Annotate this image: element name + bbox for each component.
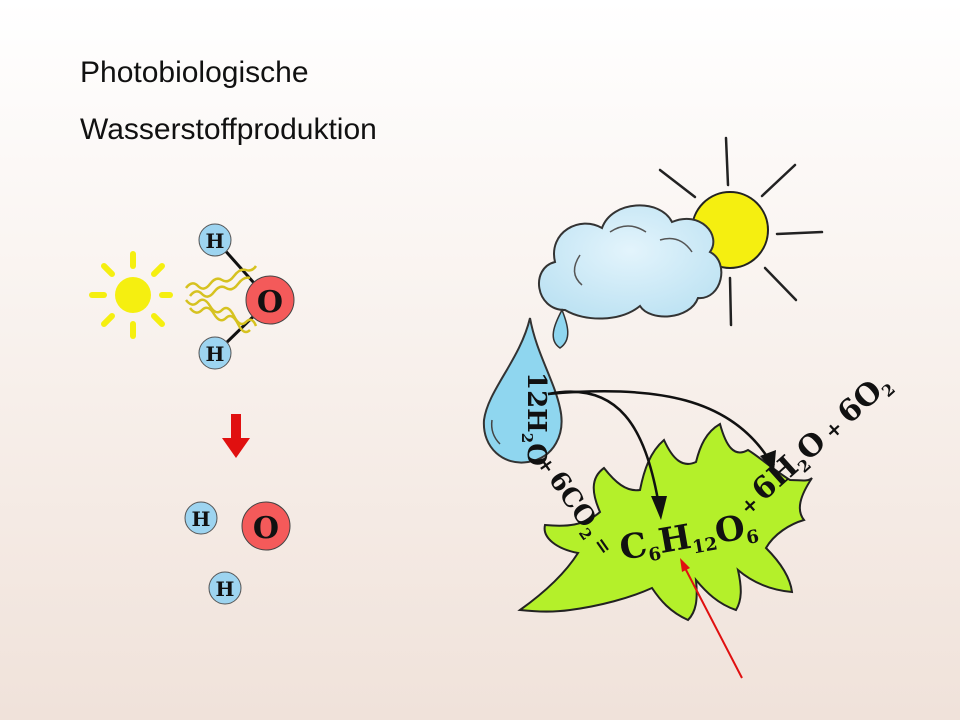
title-line-1: Photobiologische xyxy=(80,56,309,89)
arrowhead-icon xyxy=(651,496,667,520)
svg-text:+6H2O+6O2: +6H2O+6O2 xyxy=(730,366,899,523)
hydrogen-label: H xyxy=(206,342,225,366)
hydrogen-atom: H xyxy=(208,571,242,605)
split-arrow-icon xyxy=(222,414,250,458)
water-term: 12H2O xyxy=(518,372,551,466)
hydrogen-label: H xyxy=(216,577,235,601)
oxygen-label: O xyxy=(253,511,279,546)
small-sun-icon xyxy=(89,251,173,339)
arrowhead-icon xyxy=(760,450,776,472)
cloud-icon xyxy=(538,204,723,320)
title-line-2: Wasserstoffproduktion xyxy=(80,113,377,146)
split-molecule: H O H xyxy=(184,501,291,605)
glucose-term: C6H12O6 xyxy=(617,505,761,570)
hydrogen-atom: H xyxy=(184,501,218,535)
hydrogen-atom: H xyxy=(198,336,232,370)
small-raindrop-icon xyxy=(552,308,569,349)
pointer-arrow-icon xyxy=(680,558,743,679)
leaf-icon xyxy=(517,422,813,622)
products-term: +6H2O+6O2 xyxy=(730,366,899,523)
oxygen-label: O xyxy=(257,285,283,320)
slide-title: Photobiologische Wasserstoffproduktion xyxy=(80,58,377,172)
photon-wave-icon xyxy=(185,265,258,334)
water-molecule: H H O xyxy=(185,223,295,370)
hydrogen-atom: H xyxy=(198,223,232,257)
water-drop-icon xyxy=(482,317,563,464)
hydrogen-label: H xyxy=(206,229,225,253)
oxygen-atom: O xyxy=(245,275,295,325)
svg-text:C6H12O6: C6H12O6 xyxy=(617,505,761,570)
reaction-arrows xyxy=(547,389,770,501)
oxygen-atom: O xyxy=(241,501,291,551)
svg-text:12H2O: 12H2O xyxy=(518,372,551,466)
hydrogen-label: H xyxy=(192,507,211,531)
